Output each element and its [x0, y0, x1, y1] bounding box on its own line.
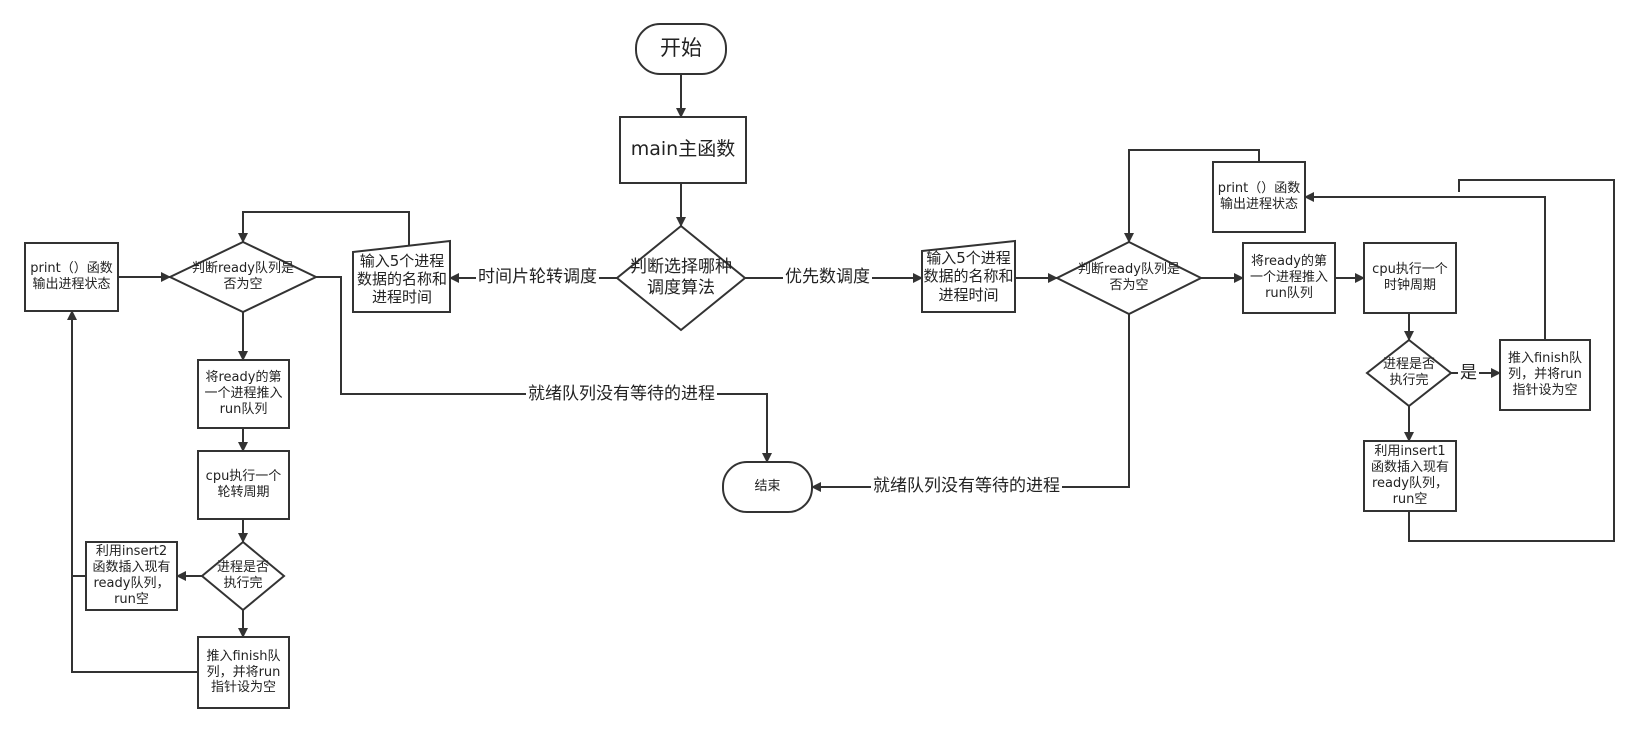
rr-push-finish-node: 推入finish队列，并将run指针设为空: [206, 648, 281, 696]
edge-label-rr-no-waiting: 就绪队列没有等待的进程: [526, 384, 717, 404]
edge-label-round-robin: 时间片轮转调度: [476, 267, 599, 287]
pr-insert-ready-shape: [1363, 440, 1457, 512]
edge-label-pr-no-waiting: 就绪队列没有等待的进程: [871, 476, 1062, 496]
rr-input-shape: [352, 239, 451, 313]
choose-algorithm-shape: [615, 224, 747, 332]
rr-check-ready-node: 判断ready队列是否为空: [192, 261, 294, 292]
edge-pr-push-finish-to-print: [1304, 192, 1546, 340]
rr-push-run-shape: [197, 359, 290, 429]
edge-rr-input-to-check: [238, 211, 410, 246]
end-node: 结束: [754, 479, 781, 495]
edge-label-priority: 优先数调度: [783, 267, 872, 287]
pr-push-run-node: 将ready的第一个进程推入run队列: [1249, 254, 1328, 301]
edge-pr-insert-loop-to-print: [1408, 179, 1615, 542]
rr-insert-ready-node: 利用insert2函数插入现有ready队列，run空: [92, 544, 171, 607]
rr-print-status-shape: [24, 242, 119, 312]
rr-input-node: 输入5个进程数据的名称和进程时间: [356, 251, 447, 307]
start-node: 开始: [660, 36, 702, 61]
pr-print-status-node: print（）函数输出进程状态: [1217, 181, 1301, 212]
pr-cpu-execute-node: cpu执行一个时钟周期: [1372, 262, 1448, 293]
pr-push-run-shape: [1242, 242, 1336, 314]
edge-pr-check-to-end: [811, 314, 1130, 492]
main-function-node: main主函数: [630, 138, 736, 161]
pr-check-ready-node: 判断ready队列是否为空: [1078, 262, 1180, 293]
pr-input-shape: [921, 239, 1016, 313]
main-function-shape: [619, 116, 747, 184]
edge-rr-push-finish-to-print: [67, 310, 198, 673]
pr-push-finish-shape: [1499, 339, 1591, 411]
rr-cpu-execute-node: cpu执行一个轮转周期: [205, 469, 282, 500]
pr-cpu-execute-shape: [1363, 242, 1457, 314]
edge-rr-check-to-end: [316, 276, 772, 463]
rr-push-finish-shape: [197, 636, 290, 709]
pr-insert-ready-node: 利用insert1函数插入现有ready队列，run空: [1370, 444, 1449, 507]
rr-check-finished-node: 进程是否执行完: [216, 560, 269, 591]
pr-push-finish-node: 推入finish队列，并将run指针设为空: [1507, 351, 1583, 398]
pr-check-finished-node: 进程是否执行完: [1382, 357, 1435, 388]
rr-push-run-node: 将ready的第一个进程推入run队列: [204, 370, 283, 417]
rr-cpu-execute-shape: [197, 450, 290, 520]
rr-insert-ready-shape: [85, 541, 178, 611]
rr-print-status-node: print（）函数输出进程状态: [30, 261, 113, 292]
edge-label-yes: 是: [1458, 363, 1479, 383]
pr-input-node: 输入5个进程数据的名称和进程时间: [923, 249, 1014, 304]
pr-print-status-shape: [1212, 161, 1306, 233]
edge-pr-print-to-check: [1124, 149, 1260, 243]
choose-algorithm-node: 判断选择哪种调度算法: [630, 257, 732, 298]
